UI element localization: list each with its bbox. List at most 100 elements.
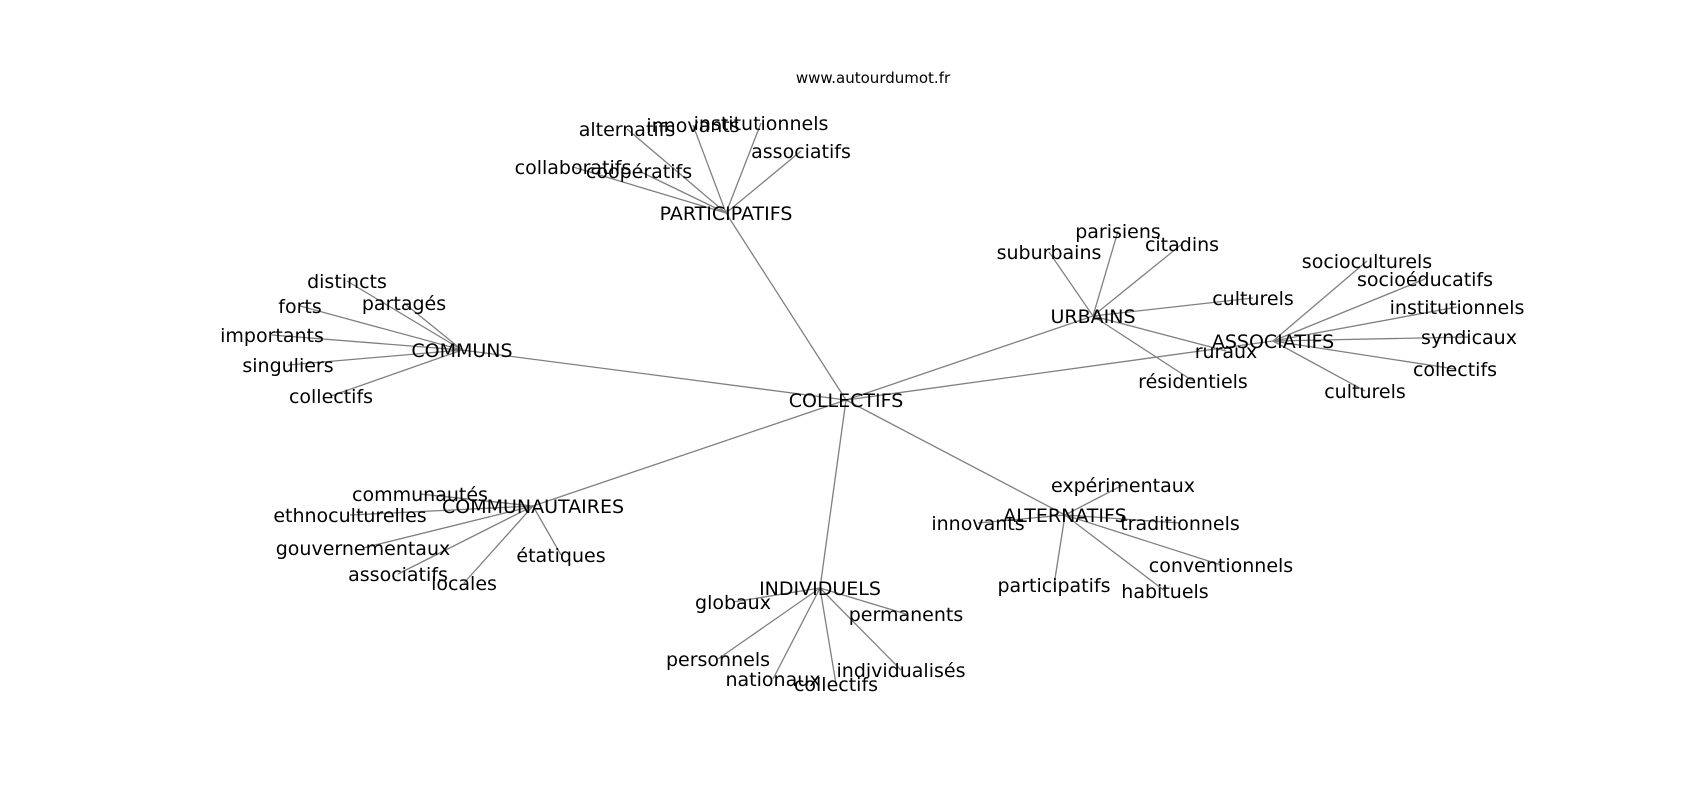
node-label-associatifs: ASSOCIATIFS: [1212, 331, 1334, 353]
edge-participatifs-p5: [572, 166, 727, 214]
edge-collectifs-associatifs: [845, 340, 1274, 401]
edge-alternatifs-t1: [1064, 484, 1124, 516]
node-label-t6: habituels: [1121, 581, 1208, 603]
node-label-i6: individualisés: [837, 660, 966, 682]
edge-individuels-i5: [819, 587, 837, 685]
node-label-urbains: URBAINS: [1050, 306, 1135, 328]
node-label-u2: citadins: [1145, 234, 1219, 256]
edge-collectifs-communs: [461, 349, 847, 401]
edge-associatifs-a2: [1272, 278, 1426, 342]
edge-alternatifs-t5: [1053, 514, 1066, 586]
node-label-i2: permanents: [849, 604, 964, 626]
node-label-m2: ethnoculturelles: [273, 505, 426, 527]
node-label-a2: socioéducatifs: [1357, 269, 1493, 291]
node-label-collectifs: COLLECTIFS: [789, 390, 904, 412]
edge-associatifs-a6: [1272, 340, 1366, 392]
node-label-c1: distincts: [307, 271, 387, 293]
node-label-participatifs: PARTICIPATIFS: [660, 203, 793, 225]
node-label-i1: globaux: [695, 592, 771, 614]
node-label-m5: locales: [431, 573, 497, 595]
edge-urbains-u3: [1048, 251, 1094, 317]
node-label-p5: collaboratifs: [515, 157, 632, 179]
node-label-communautaires: COMMUNAUTAIRES: [442, 496, 624, 518]
node-label-t3: traditionnels: [1120, 513, 1240, 535]
node-label-i3: personnels: [666, 649, 770, 671]
edge-communautaires-m2: [349, 505, 534, 516]
edge-collectifs-participatifs: [725, 212, 847, 401]
edge-collectifs-urbains: [845, 315, 1094, 401]
edge-communs-c2: [403, 302, 463, 351]
node-label-t5: participatifs: [998, 575, 1111, 597]
edge-individuels-i1: [732, 587, 821, 603]
node-label-p2: innovants: [646, 115, 739, 137]
edge-collectifs-communautaires: [532, 399, 847, 507]
node-label-c3: forts: [278, 296, 321, 318]
graph-edges: [271, 122, 1470, 685]
node-label-communs: COMMUNS: [411, 340, 512, 362]
edge-communautaires-m4: [397, 505, 534, 575]
node-label-p4: associatifs: [751, 141, 851, 163]
node-label-p3: institutionnels: [694, 113, 829, 135]
edge-urbains-u5: [1092, 315, 1227, 352]
edge-individuels-i3: [717, 587, 821, 660]
node-label-c4: importants: [220, 325, 324, 347]
edge-collectifs-alternatifs: [845, 399, 1066, 516]
edge-communs-c5: [287, 349, 463, 366]
node-label-u5: ruraux: [1195, 341, 1258, 363]
edge-individuels-i2: [819, 587, 907, 615]
node-label-i4: nationaux: [725, 669, 820, 691]
node-label-t2: innovants: [931, 513, 1024, 535]
edge-participatifs-p1: [626, 128, 727, 214]
node-label-m3: gouvernementaux: [276, 538, 451, 560]
edge-associatifs-a5: [1272, 340, 1456, 370]
edge-urbains-u2: [1092, 243, 1183, 317]
edge-associatifs-a3: [1272, 306, 1458, 342]
edge-communautaires-m6: [532, 505, 562, 556]
edge-participatifs-p4: [725, 150, 802, 214]
edge-communs-c3: [299, 305, 463, 351]
edge-urbains-u1: [1092, 230, 1119, 317]
edge-communs-c1: [346, 280, 463, 351]
node-label-a5: collectifs: [1413, 359, 1497, 381]
node-label-m6: étatiques: [516, 545, 605, 567]
edge-communautaires-m5: [463, 505, 534, 584]
edge-urbains-u4: [1092, 297, 1254, 317]
node-label-t1: expérimentaux: [1051, 475, 1195, 497]
edge-alternatifs-t2: [977, 514, 1066, 524]
edge-participatifs-p6: [638, 170, 727, 214]
node-label-c5: singuliers: [242, 355, 333, 377]
node-label-m1: communautés: [352, 484, 488, 506]
graph-labels: COLLECTIFS PARTICIPATIFS COMMUNS URBAINS ASS…: [220, 113, 1524, 696]
node-label-c6: collectifs: [289, 386, 373, 408]
edge-individuels-i4: [772, 587, 821, 680]
node-label-u6: résidentiels: [1138, 371, 1248, 393]
edge-alternatifs-t4: [1064, 514, 1222, 566]
edge-individuels-i6: [819, 587, 902, 671]
node-label-u1: parisiens: [1075, 221, 1161, 243]
node-label-m4: associatifs: [348, 564, 448, 586]
edge-communs-c4: [271, 334, 463, 351]
node-label-t4: conventionnels: [1149, 555, 1293, 577]
node-label-alternatifs: ALTERNATIFS: [1003, 505, 1126, 527]
node-label-i5: collectifs: [794, 674, 878, 696]
edge-participatifs-p2: [692, 124, 727, 214]
node-label-a6: culturels: [1324, 381, 1406, 403]
edge-urbains-u6: [1092, 315, 1194, 382]
edge-communautaires-m1: [419, 493, 534, 507]
edge-alternatifs-t3: [1064, 514, 1181, 524]
edge-participatifs-p3: [725, 122, 762, 214]
node-label-u3: suburbains: [997, 242, 1102, 264]
edge-associatifs-a4: [1272, 336, 1470, 342]
source-credit: www.autourdumot.fr: [796, 69, 951, 87]
node-label-a3: institutionnels: [1390, 297, 1525, 319]
edge-communs-c6: [330, 349, 463, 397]
edge-collectifs-individuels: [819, 399, 847, 589]
node-label-u4: culturels: [1212, 288, 1294, 310]
node-label-c2: partagés: [362, 293, 446, 315]
node-label-p6: coopératifs: [586, 161, 692, 183]
node-label-a4: syndicaux: [1421, 327, 1517, 349]
edge-associatifs-a1: [1272, 260, 1368, 342]
node-label-individuels: INDIVIDUELS: [759, 578, 881, 600]
node-label-p1: alternatifs: [579, 119, 676, 141]
